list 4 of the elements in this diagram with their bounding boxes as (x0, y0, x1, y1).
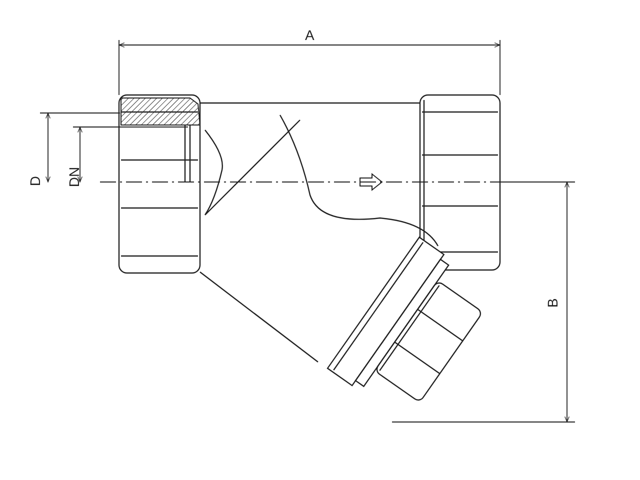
dimension-label: A (305, 28, 314, 42)
dimension-label: DN (67, 166, 82, 188)
dimension-label: B (546, 298, 560, 308)
dimension-label: D (28, 176, 42, 186)
